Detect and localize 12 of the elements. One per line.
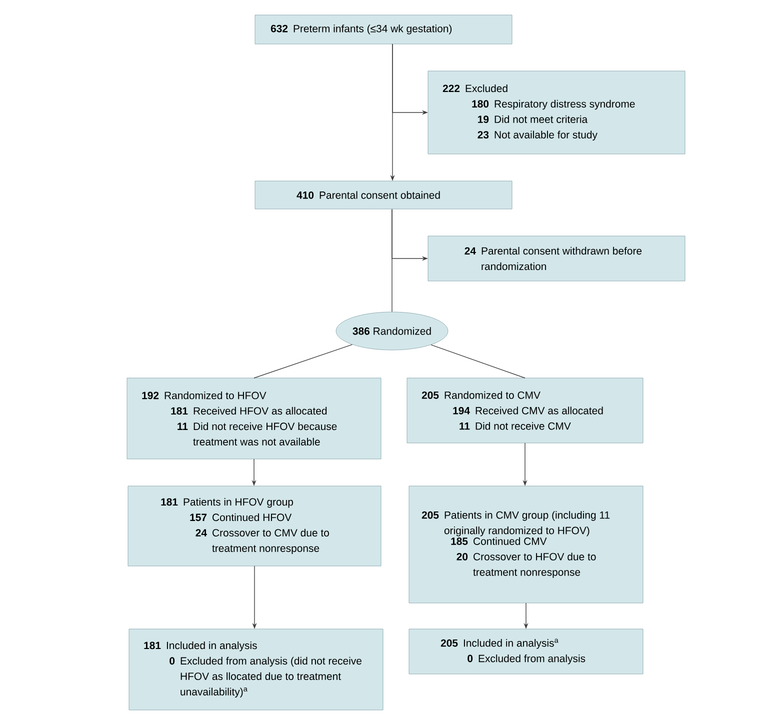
flow-box: 632 Preterm infants (≤34 wk gestation) [254, 14, 512, 44]
connector-line [430, 344, 526, 378]
flow-box: 192 Randomized to HFOV 181 Received HFOV as allocated 11 Did not receive HFOV because treatment was not available [126, 378, 382, 460]
flow-box: 205 Included in analysis$^{a}$ 0 Excluded from analysis [408, 628, 644, 674]
flow-box: 410 Parental consent obtained [254, 180, 512, 210]
connector-line [254, 344, 353, 378]
flow-box: 205 Randomized to CMV 194 Received CMV as allocated 11 Did not receive CMV [406, 378, 644, 444]
flow-box: 181 Included in analysis 0 Excluded from analysis (did not receive HFOV as llocated due to treatment unavailability)$^{a}$ [128, 628, 384, 710]
flow-box: 222 Excluded 180 Respiratory distress syndrome 19 Did not meet criteria 23 Not available for study [428, 70, 686, 154]
flow-box: 205 Patients in CMV group (including 11 originally randomized to HFOV) 185 Continued CMV 20 Crossover to HFOV due to treatment nonresponse [408, 486, 644, 604]
flow-box: 181 Patients in HFOV group 157 Continued HFOV 24 Crossover to CMV due to treatment nonresponse [128, 486, 382, 566]
flow-box: 24 Parental consent withdrawn before randomization [428, 236, 686, 282]
